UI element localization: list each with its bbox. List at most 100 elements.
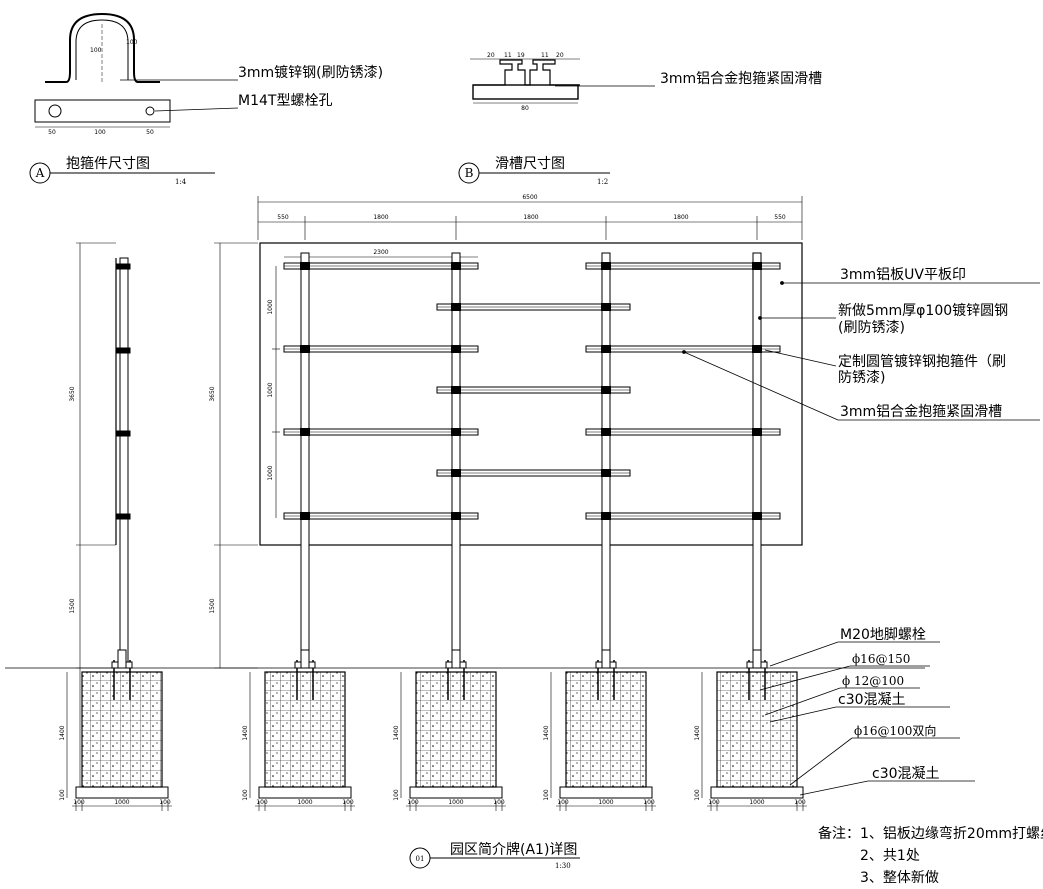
callout-clamp: 定制圆管镀锌钢抱箍件（刷 bbox=[838, 353, 1006, 370]
side-view bbox=[76, 242, 131, 798]
callout-anchor-bolt: M20地脚螺栓 bbox=[840, 627, 926, 643]
clamp-detail bbox=[29, 12, 239, 184]
callout-clamp-note: 防锈漆) bbox=[838, 370, 885, 386]
pad-depth-dim: 100 bbox=[59, 789, 66, 801]
post-1 bbox=[300, 252, 310, 669]
footing-edge-dim: 100 bbox=[794, 799, 806, 806]
rail-length-dim: 2300 bbox=[373, 249, 388, 256]
footing-edge-dim: 100 bbox=[159, 799, 171, 806]
note-1: 1、铝板边缘弯折20mm打螺丝 bbox=[860, 825, 1043, 842]
footing-depth-dim: 1400 bbox=[59, 725, 66, 740]
rail-spacing-dim-1: 1000 bbox=[267, 299, 274, 314]
clamp-dim-1: 50 bbox=[48, 129, 56, 136]
footing-edge-dim: 100 bbox=[256, 799, 268, 806]
footing-depth-dim: 1400 bbox=[393, 725, 400, 740]
concrete-footing: 1400 100 1000 100 100 bbox=[242, 649, 355, 811]
sign-board bbox=[259, 242, 803, 546]
clamp-detail-scale: 1:4 bbox=[175, 178, 187, 186]
rail-spacing-dim-3: 1000 bbox=[267, 465, 274, 480]
side-board-height-dim: 3650 bbox=[69, 386, 76, 401]
footing-depth-dim: 1400 bbox=[242, 725, 249, 740]
footing-edge-dim: 100 bbox=[493, 799, 505, 806]
footing-edge-dim: 100 bbox=[557, 799, 569, 806]
rail-spacing-dim-2: 1000 bbox=[267, 382, 274, 397]
callout-rebar-bidirectional: ϕ16@100双向 bbox=[854, 723, 936, 738]
footing-edge-dim: 100 bbox=[407, 799, 419, 806]
drawing-title: 园区简介牌(A1)详图 bbox=[450, 841, 577, 858]
footing-edge-dim: 100 bbox=[73, 799, 85, 806]
post-height-dim: 1500 bbox=[209, 598, 216, 613]
clamp-dim-3: 50 bbox=[146, 129, 154, 136]
callout-leaders bbox=[682, 281, 1040, 796]
note-2: 2、共1处 bbox=[860, 848, 920, 864]
slot-dim-5: 20 bbox=[556, 52, 564, 59]
footing-depth-dim: 1400 bbox=[543, 725, 550, 740]
slot-rail bbox=[436, 386, 631, 394]
post-4 bbox=[752, 252, 762, 669]
slot-detail-title: 滑槽尺寸图 bbox=[495, 155, 565, 172]
slot-dim-1: 20 bbox=[487, 52, 495, 59]
slot-rail bbox=[585, 262, 781, 270]
pad-depth-dim: 100 bbox=[543, 789, 550, 801]
slot-detail bbox=[458, 58, 655, 184]
callout-steel-post: 新做5mm厚φ100镀锌圆钢 bbox=[838, 302, 1008, 319]
segment-dim-4: 1800 bbox=[673, 214, 688, 221]
slot-rail bbox=[585, 428, 781, 436]
footing-width-dim: 1000 bbox=[448, 799, 463, 806]
clamp-material-label: 3mm镀锌钢(刷防锈漆) bbox=[238, 64, 383, 81]
slot-rail bbox=[283, 512, 479, 520]
footing-width-dim: 1000 bbox=[598, 799, 613, 806]
footing-group: 1400 100 1000 100 100 1400 100 1000 100 100 1400 10… bbox=[59, 649, 807, 811]
slot-rail bbox=[585, 512, 781, 520]
marker-b: B bbox=[465, 166, 474, 180]
slot-dim-2: 11 bbox=[504, 52, 512, 59]
slot-rail bbox=[436, 303, 631, 311]
pad-depth-dim: 100 bbox=[694, 789, 701, 801]
footing-width-dim: 1000 bbox=[749, 799, 764, 806]
slot-rail bbox=[283, 345, 479, 353]
slot-rail bbox=[283, 428, 479, 436]
callout-slot: 3mm铝合金抱箍紧固滑槽 bbox=[840, 403, 1002, 420]
footing-edge-dim: 100 bbox=[342, 799, 354, 806]
clamp-dim-5: 100 bbox=[126, 39, 138, 46]
footing-depth-dim: 1400 bbox=[694, 725, 701, 740]
slot-dim-3: 19 bbox=[517, 52, 525, 59]
callout-concrete-1: c30混凝土 bbox=[838, 692, 906, 708]
pad-depth-dim: 100 bbox=[393, 789, 400, 801]
slot-label: 3mm铝合金抱箍紧固滑槽 bbox=[660, 70, 822, 87]
callout-aluminum-panel: 3mm铝板UV平板印 bbox=[840, 267, 966, 283]
callout-rebar-150: ϕ16@150 bbox=[852, 652, 910, 666]
slot-rail bbox=[283, 262, 479, 270]
rail-group bbox=[283, 262, 781, 520]
drawing-marker: 01 bbox=[416, 855, 425, 863]
footing-width-dim: 1000 bbox=[114, 799, 129, 806]
segment-dim-2: 1800 bbox=[373, 214, 388, 221]
clamp-hole-label: M14T型螺栓孔 bbox=[238, 93, 332, 109]
slot-detail-scale: 1:2 bbox=[597, 178, 608, 186]
slot-dim-4: 11 bbox=[541, 52, 549, 59]
footing-edge-dim: 100 bbox=[643, 799, 655, 806]
callout-concrete-2: c30混凝土 bbox=[872, 766, 940, 782]
drawing-scale: 1:30 bbox=[555, 862, 571, 870]
clamp-detail-title: 抱箍件尺寸图 bbox=[66, 155, 150, 172]
side-post-height-dim: 1500 bbox=[69, 598, 76, 613]
footing-edge-dim: 100 bbox=[708, 799, 720, 806]
segment-dim-5: 550 bbox=[774, 214, 786, 221]
concrete-footing: 1400 100 1000 100 100 bbox=[59, 649, 172, 811]
clamp-dim-4: 100 bbox=[90, 47, 102, 54]
pad-depth-dim: 100 bbox=[242, 789, 249, 801]
clamp-dim-2: 100 bbox=[94, 129, 106, 136]
board-height-dim: 3650 bbox=[209, 386, 216, 401]
overall-width-dim: 6500 bbox=[522, 194, 537, 201]
callout-rebar-100: ϕ 12@100 bbox=[842, 674, 904, 688]
note-3: 3、整体新做 bbox=[860, 870, 939, 886]
concrete-footing: 1400 100 1000 100 100 bbox=[543, 649, 656, 811]
callout-steel-post-note: (刷防锈漆) bbox=[838, 320, 905, 336]
concrete-footing: 1400 100 1000 100 100 bbox=[393, 649, 506, 811]
notes-prefix: 备注： bbox=[818, 825, 860, 842]
footing-width-dim: 1000 bbox=[297, 799, 312, 806]
slot-rail bbox=[436, 469, 631, 477]
post-3 bbox=[601, 252, 611, 669]
marker-a: A bbox=[35, 166, 45, 180]
